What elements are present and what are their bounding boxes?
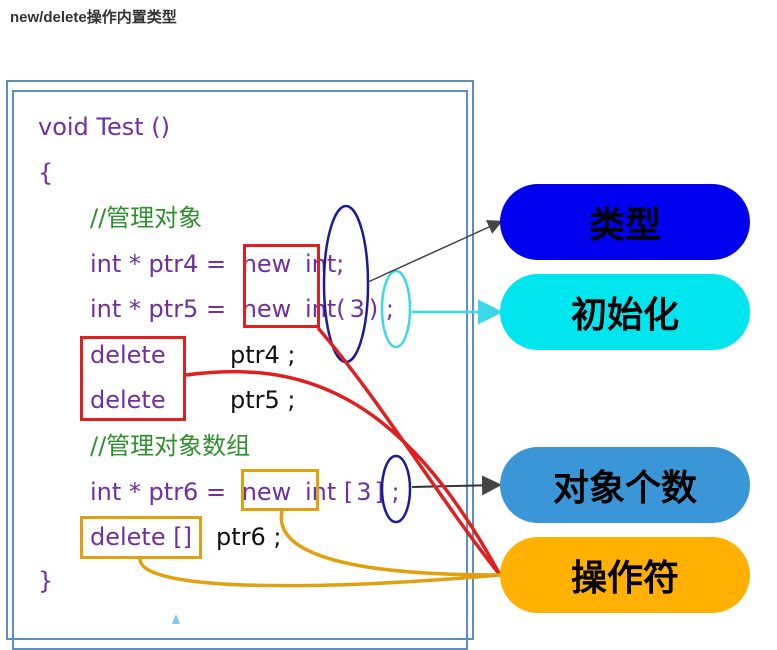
new-array-highlight	[241, 469, 319, 511]
type-ellipse	[322, 204, 370, 364]
code-delete-array-var: ptr6 ;	[216, 523, 282, 551]
code-delete-array-keyword: delete []	[90, 523, 192, 551]
code-delete-ptr5-var: ptr5 ;	[230, 386, 296, 414]
page-title: new/delete操作内置类型	[10, 9, 177, 26]
count-label-pill: 对象个数	[500, 447, 750, 523]
ptr6-decl: int * ptr6 =	[90, 478, 234, 506]
new-operator-highlight	[243, 244, 320, 328]
ptr5-type: int	[297, 295, 337, 323]
delete-to-operator-curve	[185, 369, 502, 576]
code-delete-ptr4-var: ptr4 ;	[230, 341, 296, 369]
type-label-pill: 类型	[500, 184, 750, 260]
ptr6-new-keyword: new	[241, 478, 292, 506]
ptr6-count-value: 3	[356, 478, 372, 506]
init-label-pill: 初始化	[500, 274, 750, 350]
code-frame-outer	[6, 80, 474, 650]
ptr5-init-value: 3	[349, 295, 365, 323]
ptr6-type: int [	[297, 478, 354, 506]
code-line-ptr6: int * ptr6 = new int [3] ;	[90, 478, 400, 506]
delete-array-to-operator-curve	[138, 558, 501, 588]
delete-array-highlight	[80, 516, 202, 559]
ptr6-bracket-close: ] ;	[374, 478, 400, 506]
type-connector	[367, 220, 503, 283]
code-line-ptr5: int * ptr5 = new int(3) ;	[90, 295, 394, 323]
code-delete-ptr4-keyword: delete	[90, 341, 166, 369]
ptr4-decl: int * ptr4 =	[90, 250, 234, 278]
ptr5-paren-close: ) ;	[368, 295, 394, 323]
new-to-operator-curve	[316, 326, 502, 577]
count-ellipse	[380, 454, 412, 524]
new-array-to-operator-curve	[279, 510, 501, 577]
code-delete-ptr5-keyword: delete	[90, 386, 166, 414]
code-line-close-brace: }	[38, 567, 54, 595]
ptr5-new-keyword: new	[241, 295, 292, 323]
code-line-open-brace: {	[38, 159, 54, 187]
count-connector	[411, 475, 502, 496]
code-comment-objects: //管理对象	[90, 204, 203, 232]
ptr5-decl: int * ptr5 =	[90, 295, 234, 323]
ptr5-paren-open: (	[336, 295, 346, 323]
ptr4-new-keyword: new	[241, 250, 292, 278]
bottom-marker	[172, 614, 180, 624]
init-ellipse	[380, 269, 412, 349]
code-line-function: void Test ()	[38, 113, 171, 141]
delete-operator-highlight	[80, 336, 186, 421]
annotation-overlay	[138, 204, 503, 624]
code-comment-arrays: //管理对象数组	[90, 432, 251, 460]
operator-label-pill: 操作符	[500, 537, 750, 613]
